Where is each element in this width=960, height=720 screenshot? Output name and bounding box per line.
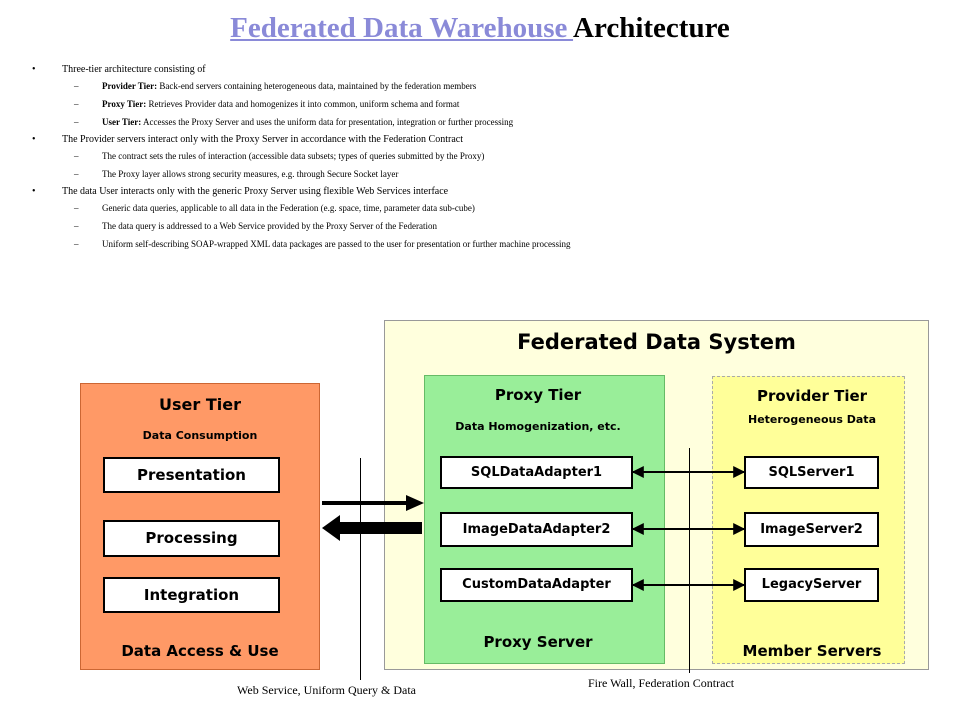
bullet: The Provider servers interact only with … bbox=[32, 134, 932, 146]
user-tier-footer: Data Access & Use bbox=[121, 642, 279, 660]
firewall-label: Fire Wall, Federation Contract bbox=[588, 676, 735, 690]
processing-box: Processing bbox=[103, 520, 280, 557]
bullet: Three-tier architecture consisting of bbox=[32, 64, 932, 76]
sub-bullet: Provider Tier: Back-end servers containi… bbox=[32, 80, 932, 92]
web-service-line bbox=[360, 458, 361, 680]
sub-bullet: The contract sets the rules of interacti… bbox=[32, 150, 932, 162]
system-title: Federated Data System bbox=[517, 330, 796, 354]
provider-tier-footer: Member Servers bbox=[742, 642, 882, 660]
page-title: Federated Data Warehouse Architecture bbox=[0, 12, 960, 45]
provider-tier-title: Provider Tier bbox=[756, 387, 868, 405]
web-service-label: Web Service, Uniform Query & Data bbox=[237, 683, 416, 697]
title-rest: Architecture bbox=[573, 12, 730, 44]
user-tier-subtitle: Data Consumption bbox=[142, 429, 258, 442]
sub-bullet: Proxy Tier: Retrieves Provider data and … bbox=[32, 98, 932, 110]
imagedataadapter-box: ImageDataAdapter2 bbox=[440, 512, 633, 547]
presentation-box: Presentation bbox=[103, 457, 280, 493]
title-link[interactable]: Federated Data Warehouse bbox=[230, 12, 574, 44]
proxy-tier-title: Proxy Tier bbox=[494, 386, 582, 404]
imageserver-box: ImageServer2 bbox=[744, 512, 879, 547]
user-tier-title: User Tier bbox=[159, 395, 241, 414]
integration-box: Integration bbox=[103, 577, 280, 613]
proxy-tier-subtitle: Data Homogenization, etc. bbox=[455, 420, 621, 433]
customdataadapter-box: CustomDataAdapter bbox=[440, 568, 633, 602]
sub-bullet: Generic data queries, applicable to all … bbox=[32, 202, 932, 214]
sub-bullet: The data query is addressed to a Web Ser… bbox=[32, 220, 932, 232]
sub-bullet: Uniform self-describing SOAP-wrapped XML… bbox=[32, 238, 932, 250]
sqlserver-box: SQLServer1 bbox=[744, 456, 879, 489]
sqldataadapter-box: SQLDataAdapter1 bbox=[440, 456, 633, 489]
proxy-tier-footer: Proxy Server bbox=[483, 633, 593, 651]
legacyserver-box: LegacyServer bbox=[744, 568, 879, 602]
firewall-line bbox=[689, 448, 690, 673]
bullet-list: Three-tier architecture consisting of Pr… bbox=[32, 64, 932, 256]
bullet: The data User interacts only with the ge… bbox=[32, 186, 932, 198]
sub-bullet: The Proxy layer allows strong security m… bbox=[32, 168, 932, 180]
provider-tier-subtitle: Heterogeneous Data bbox=[748, 413, 876, 426]
sub-bullet: User Tier: Accesses the Proxy Server and… bbox=[32, 116, 932, 128]
